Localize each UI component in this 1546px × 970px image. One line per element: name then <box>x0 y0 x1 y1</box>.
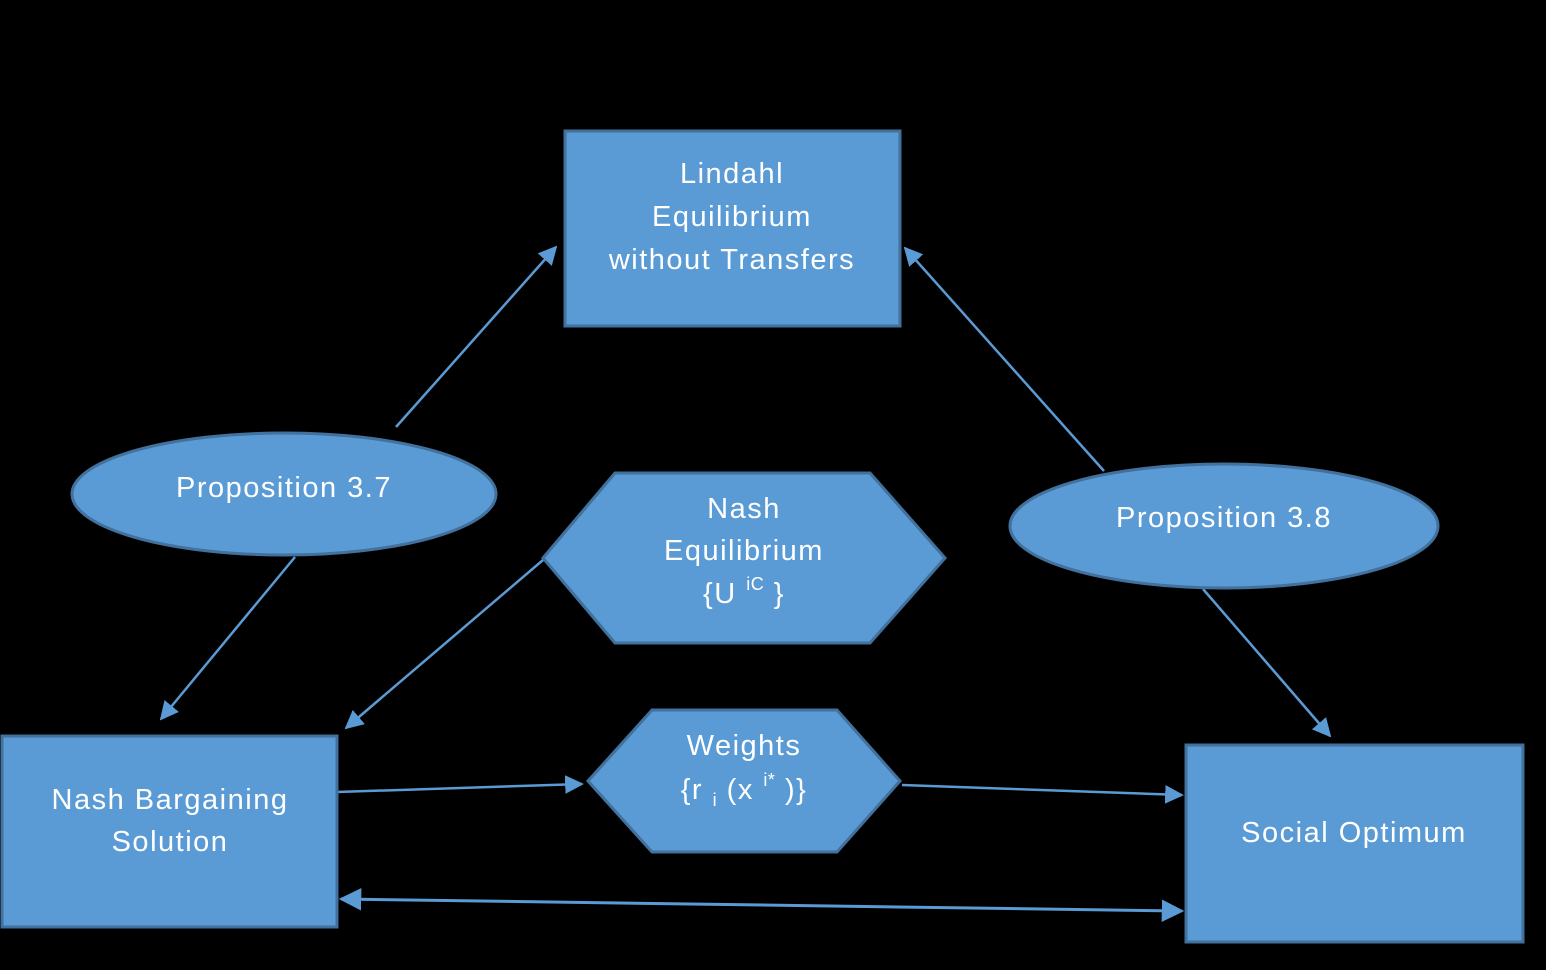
formula-open: {r <box>681 774 703 806</box>
nash-equilibrium-label-line2: Equilibrium <box>664 535 824 567</box>
arrow-nash-bargaining-to-weights <box>336 775 584 794</box>
proposition-3-7-ellipse <box>70 431 498 557</box>
nash-equilibrium-formula: {U iC } <box>703 565 785 610</box>
proposition-3-8-label: Proposition 3.8 <box>1116 502 1332 534</box>
arrow-prop37-to-nash-bargaining <box>159 556 296 721</box>
weights-label-line1: Weights <box>687 730 802 762</box>
arrow-weights-to-social-optimum <box>901 783 1184 804</box>
nash-bargaining-label-line1: Nash Bargaining <box>52 784 289 816</box>
arrow-prop37-to-lindahl <box>395 245 558 428</box>
nash-bargaining-label-line2: Solution <box>112 826 229 858</box>
formula-open: {U <box>703 578 737 610</box>
node-nash-equilibrium: Nash Equilibrium {U iC } <box>541 471 948 645</box>
formula-subscript: i <box>713 790 718 810</box>
node-weights: Weights {r i (x i* )} <box>585 708 903 854</box>
node-social-optimum: Social Optimum <box>1184 743 1525 944</box>
social-optimum-label: Social Optimum <box>1241 817 1467 849</box>
node-proposition-3-8: Proposition 3.8 <box>1008 462 1440 590</box>
weights-hexagon <box>585 708 903 854</box>
arrow-nash-equilibrium-to-nash-bargaining <box>344 559 544 730</box>
connectors <box>159 245 1332 922</box>
node-lindahl-equilibrium: Lindahl Equilibrium without Transfers <box>563 129 902 328</box>
lindahl-equilibrium-label-line3: without Transfers <box>608 244 855 276</box>
social-optimum-box <box>1184 743 1525 944</box>
weights-formula: {r i (x i* )} <box>681 761 808 813</box>
nash-equilibrium-hexagon <box>541 471 948 645</box>
lindahl-equilibrium-box <box>563 129 902 328</box>
arrow-nash-bargaining-social-optimum-bidirectional <box>338 888 1185 922</box>
formula-close: )} <box>785 774 807 806</box>
formula-superscript: i* <box>763 770 775 790</box>
proposition-3-7-label: Proposition 3.7 <box>176 472 392 504</box>
formula-close: } <box>774 578 785 610</box>
nash-equilibrium-label-line1: Nash <box>707 493 781 525</box>
node-nash-bargaining-solution: Nash Bargaining Solution <box>0 734 339 929</box>
arrow-prop38-to-social-optimum <box>1202 588 1332 738</box>
node-proposition-3-7: Proposition 3.7 <box>70 431 498 557</box>
arrow-prop38-to-lindahl <box>903 246 1105 472</box>
formula-mid: (x <box>727 774 754 806</box>
formula-superscript: iC <box>746 574 764 594</box>
lindahl-equilibrium-label-line2: Equilibrium <box>652 201 812 233</box>
nash-bargaining-box <box>0 734 339 929</box>
proposition-3-8-ellipse <box>1008 462 1440 590</box>
lindahl-equilibrium-label-line1: Lindahl <box>680 158 784 190</box>
